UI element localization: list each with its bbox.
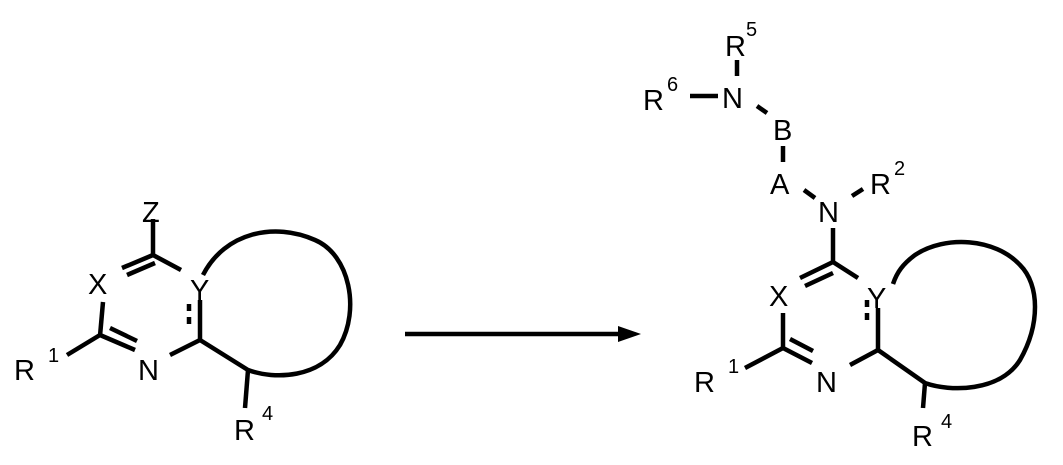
label-r1-sup: 1 [728, 356, 739, 378]
label-x: X [88, 269, 107, 301]
label-a: A [770, 169, 790, 201]
reaction-arrow [405, 326, 641, 342]
label-r5: R [725, 31, 746, 63]
label-r1: R [14, 355, 35, 387]
reactant-structure: Z X Y N R 1 R 4 [14, 197, 350, 447]
label-r4-sup: 4 [941, 411, 952, 433]
label-n: N [816, 367, 837, 399]
label-z: Z [142, 197, 160, 229]
label-r2: R [870, 169, 891, 201]
label-r4: R [234, 415, 255, 447]
label-r1-sup: 1 [48, 345, 59, 367]
label-x: X [769, 281, 788, 313]
label-b: B [773, 115, 792, 147]
label-n-amine: N [722, 83, 743, 115]
label-r6-sup: 6 [667, 74, 678, 96]
label-r1: R [694, 367, 715, 399]
product-structure: R 5 R 6 N B A N R 2 X Y N R 1 R 4 [643, 19, 1035, 453]
label-y: Y [190, 275, 209, 307]
reactant-bonds [67, 219, 350, 408]
label-n-link: N [818, 197, 839, 229]
label-r4: R [912, 421, 933, 453]
label-r5-sup: 5 [746, 19, 757, 41]
label-n: N [138, 355, 159, 387]
label-r6: R [643, 85, 664, 117]
label-r2-sup: 2 [894, 158, 905, 180]
label-r4-sup: 4 [262, 403, 273, 425]
label-y: Y [867, 283, 886, 315]
